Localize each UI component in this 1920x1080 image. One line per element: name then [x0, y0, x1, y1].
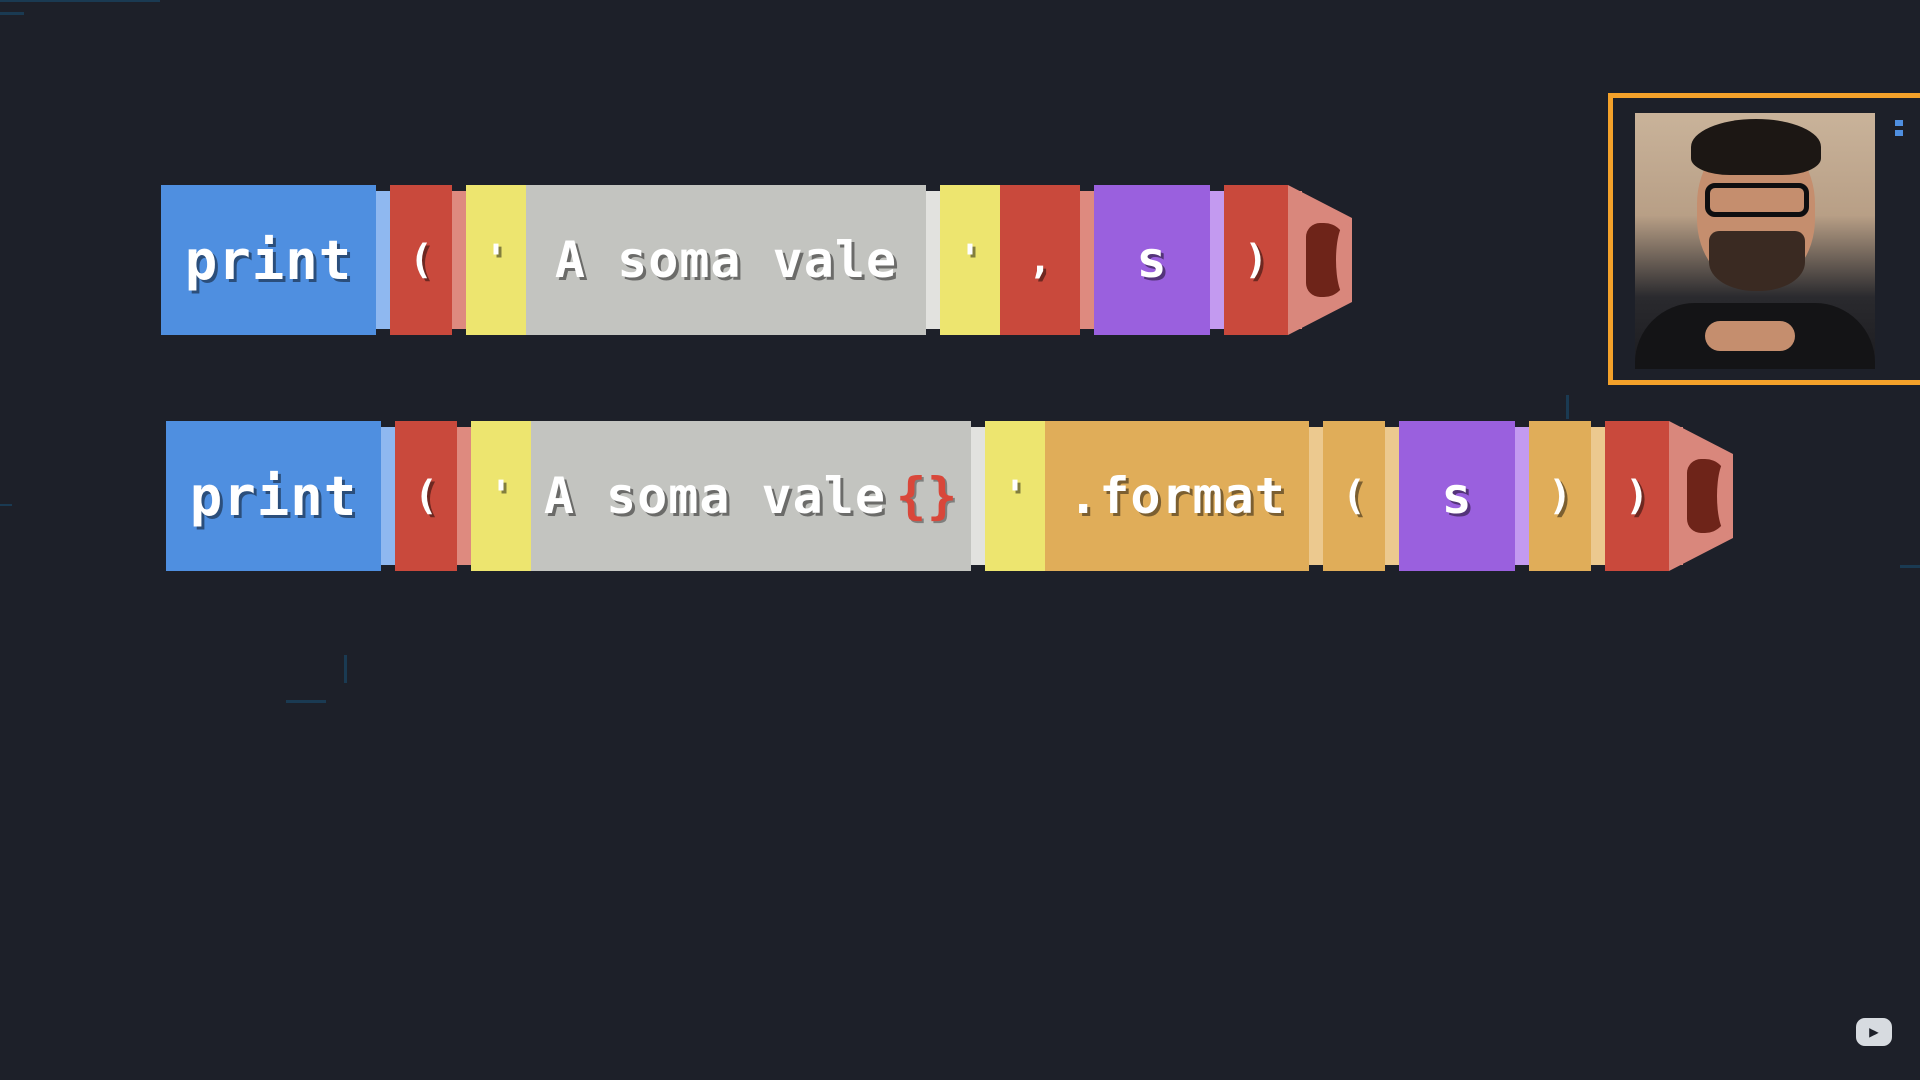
- decor-line: [0, 12, 24, 15]
- close-paren-block: ): [1224, 185, 1302, 335]
- pencil-tip: [1669, 421, 1733, 571]
- webcam-frame: [1608, 93, 1920, 385]
- quote-block: ': [471, 421, 545, 571]
- quote-block: ': [940, 185, 1014, 335]
- close-paren-block: ): [1529, 421, 1605, 571]
- format-method: .format: [1068, 467, 1286, 525]
- comma-block: ,: [1000, 185, 1094, 335]
- close-paren: ): [1243, 237, 1269, 283]
- webcam-indicator-icon: [1895, 120, 1903, 144]
- format-method-block: .format: [1045, 421, 1323, 571]
- decor-line: [344, 655, 347, 683]
- open-paren: (: [413, 473, 439, 519]
- string-block: A soma vale: [526, 185, 940, 335]
- variable-s: s: [1441, 467, 1473, 525]
- print-block: print: [161, 185, 390, 335]
- open-paren: (: [408, 237, 434, 283]
- quote-mark: ': [483, 237, 509, 283]
- format-placeholder: {}: [895, 467, 959, 525]
- comma: ,: [1027, 237, 1053, 283]
- decor-line: [0, 0, 160, 2]
- close-paren: ): [1547, 473, 1573, 519]
- close-paren: ): [1624, 473, 1650, 519]
- presenter-hand: [1705, 321, 1795, 351]
- presenter-beard: [1709, 231, 1805, 291]
- variable-block: s: [1399, 421, 1529, 571]
- string-text: A soma vale: [554, 231, 898, 289]
- string-text: A soma vale: [543, 467, 886, 525]
- glasses-icon: [1705, 183, 1809, 217]
- close-paren-block: ): [1605, 421, 1683, 571]
- quote-mark: ': [488, 473, 514, 519]
- pencil-cap: [1306, 223, 1352, 297]
- pencil-cap: [1687, 459, 1733, 533]
- decor-line: [1566, 395, 1569, 419]
- variable-block: s: [1094, 185, 1224, 335]
- pencil-tip: [1288, 185, 1352, 335]
- quote-mark: ': [957, 237, 983, 283]
- string-block: A soma vale {}: [531, 421, 985, 571]
- print-keyword: print: [189, 464, 358, 528]
- presenter-hair: [1691, 119, 1821, 175]
- webcam-video: [1635, 113, 1875, 369]
- open-paren-block: (: [395, 421, 471, 571]
- decor-line: [0, 504, 12, 506]
- quote-mark: ': [1002, 473, 1028, 519]
- open-paren-block: (: [1323, 421, 1399, 571]
- decor-line: [1900, 565, 1920, 568]
- decor-line: [286, 700, 326, 703]
- quote-block: ': [985, 421, 1059, 571]
- quote-block: ': [466, 185, 540, 335]
- variable-s: s: [1136, 231, 1168, 289]
- open-paren: (: [1341, 473, 1367, 519]
- print-block: print: [166, 421, 395, 571]
- code-row-2: print ( ' A soma vale {} ' .format ( s )…: [166, 421, 1733, 571]
- print-keyword: print: [184, 228, 353, 292]
- code-row-1: print ( ' A soma vale ' , s ): [161, 185, 1352, 335]
- youtube-play-icon[interactable]: ▶: [1856, 1018, 1892, 1046]
- open-paren-block: (: [390, 185, 466, 335]
